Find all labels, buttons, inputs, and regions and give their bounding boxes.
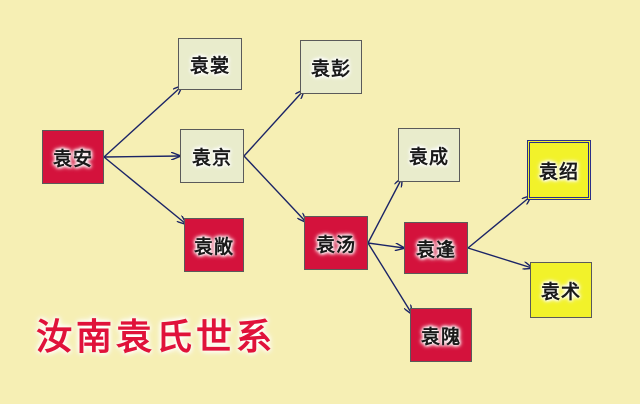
node-label: 袁绍: [538, 160, 579, 183]
node-shao: 袁绍: [527, 140, 591, 200]
node-label: 袁术: [540, 280, 581, 303]
node-jing: 袁京: [180, 129, 244, 183]
node-shang: 袁裳: [178, 38, 242, 90]
node-shu: 袁术: [530, 262, 592, 318]
node-label: 袁安: [52, 147, 93, 170]
edge-an-shang: [103, 86, 182, 158]
edge-tang-feng: [367, 242, 404, 248]
node-label: 袁隗: [420, 325, 461, 348]
node-an: 袁安: [42, 130, 104, 184]
edge-feng-shao: [467, 196, 531, 249]
diagram-caption: 汝南袁氏世系: [36, 316, 277, 358]
node-label: 袁成: [408, 145, 449, 168]
node-label: 袁彭: [310, 57, 351, 80]
edge-feng-shu: [467, 247, 532, 268]
node-wei: 袁隗: [410, 308, 472, 362]
edge-tang-cheng: [367, 178, 402, 244]
node-label: 袁京: [191, 146, 232, 169]
edge-an-jing: [103, 156, 180, 157]
node-label: 袁汤: [315, 233, 356, 256]
edge-an-chang: [103, 156, 186, 224]
node-tang: 袁汤: [304, 216, 368, 270]
node-label: 袁裳: [189, 54, 230, 77]
node-peng: 袁彭: [300, 40, 362, 94]
edge-tang-wei: [367, 242, 412, 314]
node-cheng: 袁成: [398, 128, 460, 182]
node-chang: 袁敞: [184, 218, 244, 272]
node-label: 袁逢: [415, 238, 456, 261]
node-label: 袁敞: [193, 235, 234, 258]
edge-jing-tang: [243, 155, 306, 222]
node-feng: 袁逢: [404, 222, 468, 274]
edge-jing-peng: [243, 90, 304, 157]
